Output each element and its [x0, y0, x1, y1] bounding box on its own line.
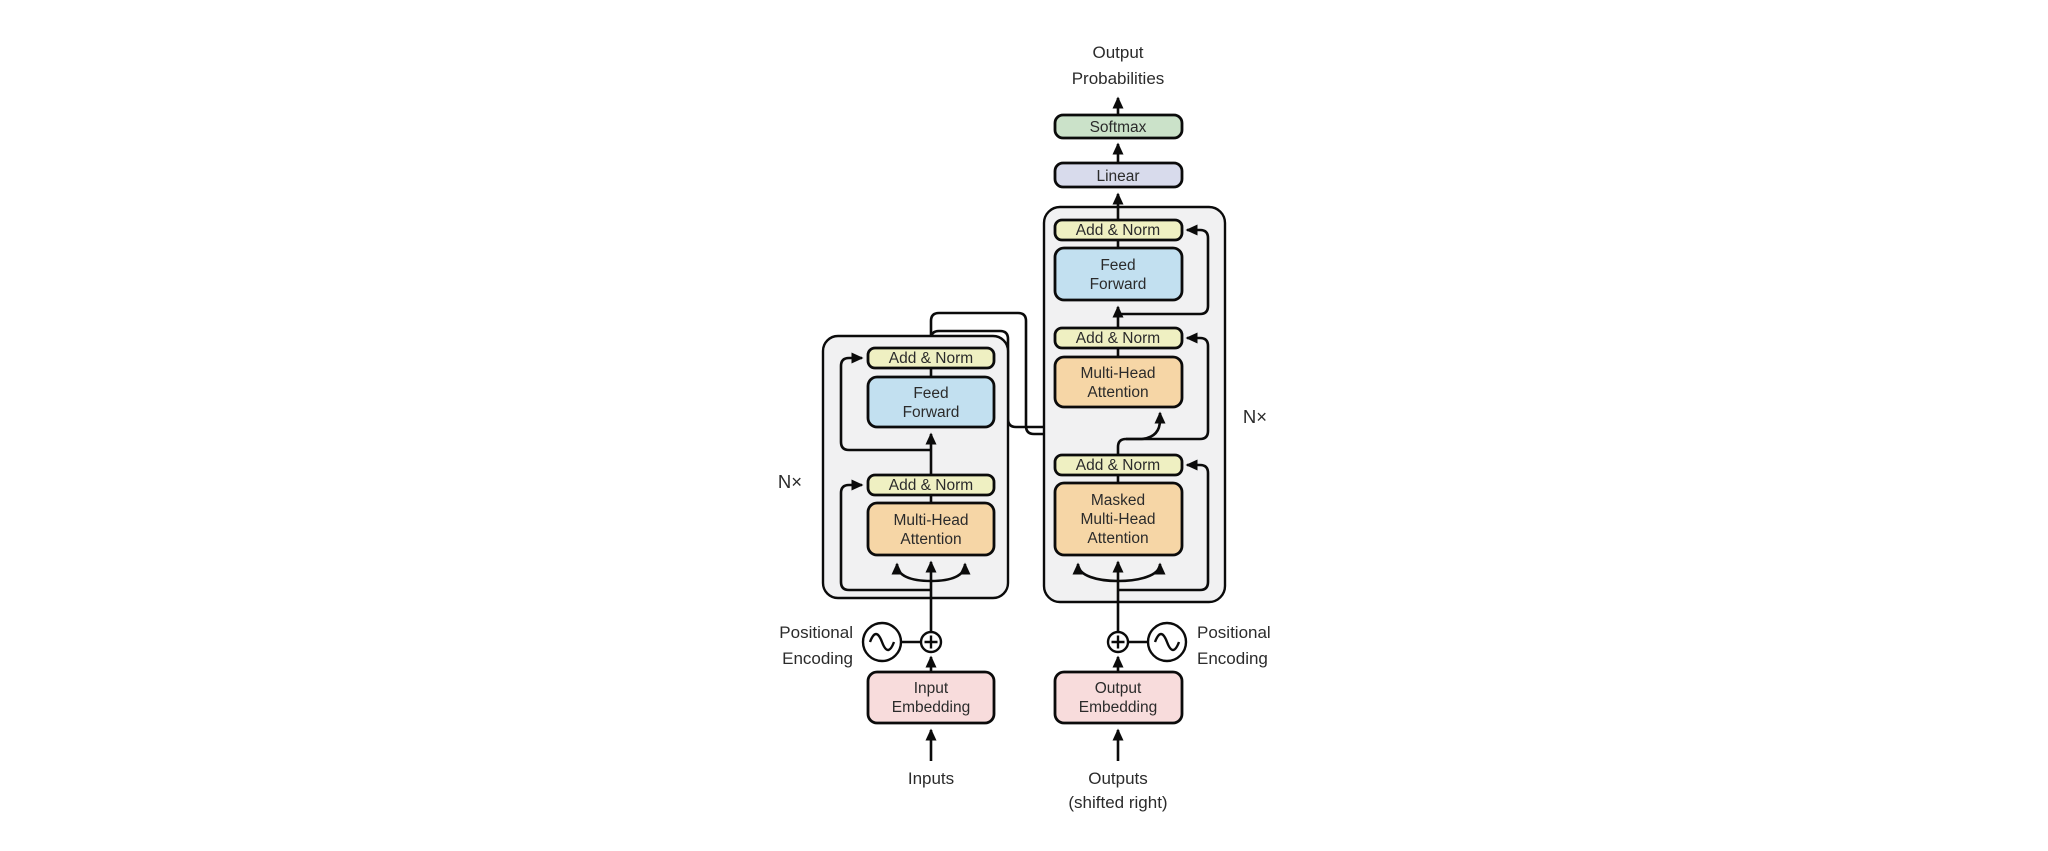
output-embedding-label-line1: Output — [1095, 680, 1142, 697]
decoder-self-attention-fork-left — [1072, 562, 1119, 583]
decoder-feed-forward-label-line2: Forward — [1090, 276, 1147, 293]
outputs-label-line2: (shifted right) — [1068, 793, 1167, 812]
input-embedding-label-line1: Input — [914, 680, 949, 697]
decoder-multi-head-attention-box — [1053, 355, 1184, 409]
encoder-multi-head-attention-label-line1: Multi-Head — [894, 512, 969, 529]
decoder-masked-multi-head-attention-box — [1053, 481, 1184, 557]
input-branch: Input Embedding Inputs — [866, 655, 996, 788]
decoder-add-norm-bottom-box — [1053, 453, 1184, 477]
decoder-multi-head-attention-label-line2: Attention — [1087, 384, 1148, 401]
positional-encoding-right: Positional Encoding — [1106, 621, 1271, 668]
positional-encoding-left-label-line2: Encoding — [782, 649, 853, 668]
decoder-add-norm-bottom-label: Add & Norm — [1076, 457, 1160, 474]
encoder-self-attention-fork-left — [891, 562, 932, 583]
positional-encoding-right-label-line2: Encoding — [1197, 649, 1268, 668]
decoder-add-norm-middle-box — [1053, 326, 1184, 350]
positional-encoding-left: Positional Encoding — [779, 621, 943, 668]
sine-wave-glyph — [868, 632, 896, 652]
outputs-label-line1: Outputs — [1088, 769, 1148, 788]
decoder-add-norm-top-label: Add & Norm — [1076, 222, 1160, 239]
encoder-add-norm-bottom-label: Add & Norm — [889, 477, 973, 494]
encoder-feed-forward-label-line2: Forward — [903, 404, 960, 421]
encoder-multi-head-attention-label-line2: Attention — [900, 531, 961, 548]
input-embedding-label-line2: Embedding — [892, 699, 970, 716]
encoder-self-attention-fork-right — [930, 562, 971, 583]
encoder-add-norm-bottom-box — [866, 473, 996, 497]
decoder-n-times-label: N× — [1243, 406, 1267, 427]
encoder-multi-head-attention-box — [866, 501, 996, 557]
sine-wave-glyph — [1153, 632, 1181, 652]
decoder-add-norm-middle-label: Add & Norm — [1076, 330, 1160, 347]
decoder-multi-head-attention-label-line1: Multi-Head — [1081, 365, 1156, 382]
output-embedding-box — [1053, 670, 1184, 725]
output-probabilities-label-line2: Probabilities — [1072, 69, 1165, 88]
encoder-container — [821, 334, 1010, 600]
softmax-label: Softmax — [1090, 119, 1147, 136]
decoder-masked-attention-label-line3: Attention — [1087, 530, 1148, 547]
positional-encoding-right-label-line1: Positional — [1197, 623, 1271, 642]
decoder-stack: Add & Norm Feed Forward Add & Norm Multi… — [1042, 205, 1227, 632]
encoder-add-norm-top-box — [866, 346, 996, 370]
decoder-residual-masked-wire — [1118, 459, 1210, 592]
plus-glyph — [1111, 635, 1125, 649]
encoder-residual-lower-wire — [839, 479, 931, 592]
positional-encoding-left-label-line1: Positional — [779, 623, 853, 642]
output-probabilities-label-line1: Output — [1092, 43, 1143, 62]
decoder-residual-feedforward-wire — [1118, 224, 1210, 316]
output-head: Linear Softmax Output Probabilities — [1053, 43, 1184, 220]
inputs-label: Inputs — [908, 769, 954, 788]
decoder-residual-cross-wire — [1126, 332, 1210, 441]
encoder-add-norm-top-label: Add & Norm — [889, 350, 973, 367]
encoder-n-times-label: N× — [778, 471, 802, 492]
output-branch: Output Embedding Outputs (shifted right) — [1053, 655, 1184, 812]
encoder-feed-forward-label-line1: Feed — [913, 385, 948, 402]
decoder-masked-attention-label-line2: Multi-Head — [1081, 511, 1156, 528]
decoder-masked-attention-label-line1: Masked — [1091, 492, 1145, 509]
encoder-stack: Add & Norm Feed Forward Add & Norm Multi… — [821, 334, 1010, 632]
plus-glyph — [924, 635, 938, 649]
decoder-feed-forward-label-line1: Feed — [1100, 257, 1135, 274]
decoder-self-attention-fork-right — [1117, 562, 1166, 583]
decoder-feed-forward-box — [1053, 246, 1184, 302]
input-embedding-box — [866, 670, 996, 725]
encoder-residual-upper-wire — [839, 352, 931, 452]
output-embedding-label-line2: Embedding — [1079, 699, 1157, 716]
linear-label: Linear — [1096, 168, 1139, 185]
encoder-feed-forward-box — [866, 375, 996, 429]
